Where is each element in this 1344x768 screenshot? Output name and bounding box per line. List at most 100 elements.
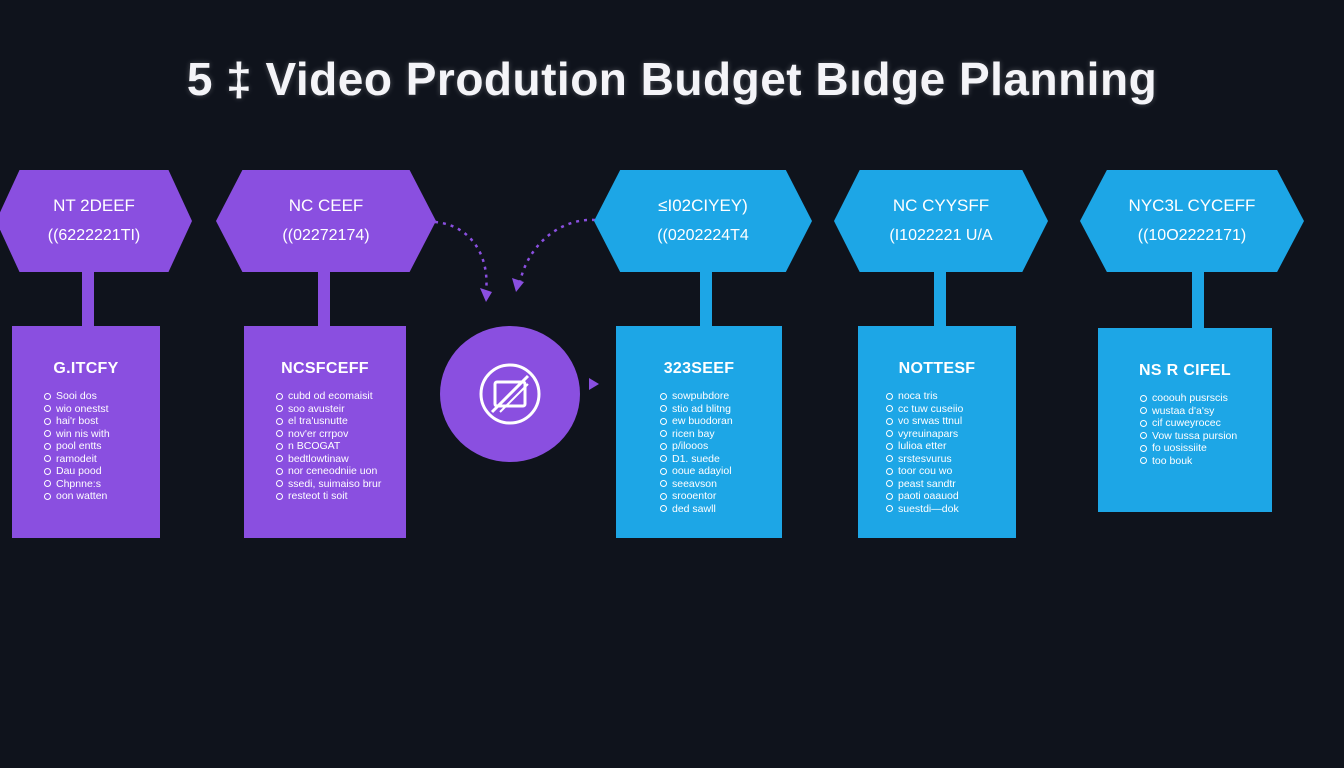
bullet-icon [276, 467, 283, 475]
stage-2-item-text: n BCOGAT [288, 440, 341, 452]
stage-1-header: NT 2DEEF ((6222221TI) [0, 170, 192, 272]
stage-3-header: ≤I02CIYEY) ((0202224T4 [594, 170, 812, 272]
stage-4-item: noca tris [886, 390, 963, 403]
stage-1-item-text: oon watten [56, 490, 108, 502]
stage-1-item: ramodeit [44, 453, 110, 466]
diagram-title: 5 ‡ Video Prodution Budget Bıdge Plannin… [186, 53, 1158, 105]
stage-1-item-text: pool entts [56, 440, 102, 452]
bullet-icon [276, 492, 283, 500]
stage-5-item-text: wustaa d'a'sy [1152, 404, 1215, 417]
stage-4-item-text: toor cou wo [898, 465, 953, 477]
bullet-icon [44, 430, 51, 438]
bullet-icon [1140, 444, 1147, 452]
stage-3-item: seeavson [660, 478, 733, 491]
stage-1-item-text: Dau pood [56, 465, 102, 477]
bullet-icon [660, 442, 667, 450]
stage-2-item-text: bedtlowtinaw [288, 452, 349, 465]
bullet-icon [44, 492, 51, 500]
stage-3-card-title: 323SEEF [663, 360, 735, 377]
stage-5-header-name: NYC3L CYCEFF [1128, 196, 1256, 215]
stage-4-item-text: lulioa etter [898, 440, 947, 452]
stage-3-stem [700, 270, 712, 328]
stage-4-item: vyreuinapars [886, 428, 963, 441]
stage-5-item: Vow tussa pursion [1140, 430, 1237, 443]
hub-circle [440, 326, 580, 462]
stage-2-card-title: NCSFCEFF [281, 360, 369, 377]
stage-3-item-text: p/ilooos [672, 440, 709, 452]
stage-4-item: cc tuw cuseiio [886, 403, 963, 416]
stage-2-item-text: resteot ti soit [288, 490, 348, 502]
bullet-icon [660, 455, 667, 463]
bullet-icon [1140, 419, 1147, 427]
bullet-icon [276, 392, 283, 400]
bullet-icon [660, 392, 667, 400]
bullet-icon [660, 417, 667, 425]
bullet-icon [660, 467, 667, 475]
bullet-icon [1140, 457, 1147, 465]
bullet-icon [44, 405, 51, 413]
stage-3-item-text: ded sawll [672, 502, 716, 515]
stage-4-item-text: cc tuw cuseiio [898, 402, 964, 415]
stage-1-item-text: wio onestst [56, 402, 109, 415]
stage-1-item-text: hai'r bost [56, 415, 99, 427]
stage-3-item: ded sawll [660, 503, 733, 516]
stage-4-item: toor cou wo [886, 465, 963, 478]
stage-3-header-code: ((0202224T4 [657, 227, 749, 244]
bullet-icon [886, 417, 893, 425]
bullet-icon [44, 442, 51, 450]
bullet-icon [1140, 432, 1147, 440]
stage-3-item: stio ad blitng [660, 403, 733, 416]
stage-2-item: el tra'usnutte [276, 415, 381, 428]
stage-1-card-title: G.ITCFY [53, 360, 119, 377]
stage-2-header-code: ((02272174) [282, 227, 370, 244]
stage-2-item-text: el tra'usnutte [288, 415, 348, 427]
bullet-icon [886, 467, 893, 475]
stage-2-item-text: cubd od ecomaisit [288, 390, 373, 402]
bullet-icon [660, 492, 667, 500]
stage-4-item-text: paoti oaauod [898, 490, 959, 502]
stage-3-item: sowpubdore [660, 390, 733, 403]
stage-1-item: pool entts [44, 440, 110, 453]
bullet-icon [1140, 407, 1147, 415]
bullet-icon [276, 405, 283, 413]
bullet-icon [886, 442, 893, 450]
stage-3-item: ricen bay [660, 428, 733, 441]
stage-4-stem [934, 270, 946, 328]
bullet-icon [660, 405, 667, 413]
bullet-icon [44, 455, 51, 463]
stage-1-item-text: Sooi dos [56, 390, 97, 402]
bullet-icon [44, 480, 51, 488]
stage-4-header: NC CYYSFF (I1022221 U/A [834, 170, 1048, 272]
stage-2-item: resteot ti soit [276, 490, 381, 503]
stage-3-header-name: ≤I02CIYEY) [658, 196, 748, 215]
stage-5-item: cooouh pusrscis [1140, 392, 1237, 405]
stage-4-header-name: NC CYYSFF [892, 196, 990, 215]
stage-2-stem [318, 270, 330, 328]
stage-3-item: p/ilooos [660, 440, 733, 453]
stage-4-item: vo srwas ttnul [886, 415, 963, 428]
bullet-icon [886, 392, 893, 400]
stage-1-item: Chpnne:s [44, 478, 110, 491]
stage-1-item: oon watten [44, 490, 110, 503]
bullet-icon [660, 505, 667, 513]
stage-1-item: Sooi dos [44, 390, 110, 403]
stage-1-item-text: Chpnne:s [56, 477, 101, 490]
stage-1-item: win nis with [44, 428, 110, 441]
stage-2-item: soo avusteir [276, 403, 381, 416]
stage-4-item: lulioa etter [886, 440, 963, 453]
connector-arrowhead-right [512, 278, 524, 292]
bullet-icon [276, 480, 283, 488]
crossed-square-icon [479, 363, 541, 425]
stage-2-item: ssedi, suimaiso brur [276, 478, 381, 491]
bullet-icon [276, 430, 283, 438]
stage-2-item: n BCOGAT [276, 440, 381, 453]
stage-4-header-code: (I1022221 U/A [889, 227, 993, 244]
stage-3-item-text: D1. suede [672, 452, 720, 465]
stage-4-item: peast sandtr [886, 478, 963, 491]
stage-5-item-text: fo uosissiite [1152, 442, 1207, 454]
